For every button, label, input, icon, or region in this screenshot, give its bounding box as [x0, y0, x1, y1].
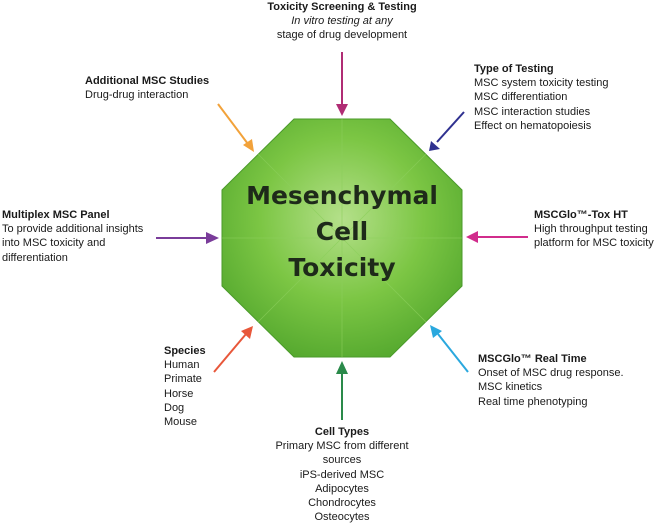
center-title-line-3: Toxicity	[288, 253, 396, 282]
label-line: To provide additional insights	[2, 223, 144, 236]
label-line: Mouse	[164, 416, 198, 429]
label-line: Adipocytes	[315, 482, 369, 495]
label-title: Species	[164, 345, 206, 357]
label-line: Horse	[164, 387, 194, 400]
center-title: Mesenchymal Cell Toxicity	[222, 178, 462, 286]
label-cell-types: Cell Types Primary MSC from different so…	[262, 425, 422, 524]
label-line: Human	[164, 359, 200, 372]
label-toxicity-screening: Toxicity Screening & Testing In vitro te…	[242, 0, 442, 43]
label-line: Effect on hematopoiesis	[474, 119, 592, 132]
label-line: Dog	[164, 401, 185, 414]
arrow-multiplex-msc-panel	[156, 232, 219, 244]
label-title: Multiplex MSC Panel	[2, 209, 110, 221]
arrow-type-of-testing	[429, 111, 465, 151]
label-line: platform for MSC toxicity	[534, 237, 654, 250]
label-species: Species Human Primate Horse Dog Mouse	[164, 344, 206, 429]
arrow-mscglo-real-time	[430, 325, 469, 373]
octagon-spokes	[222, 119, 462, 357]
label-line: High throughput testing	[534, 223, 648, 236]
label-line: into MSC toxicity and	[2, 237, 106, 250]
arrow-toxicity-screening	[336, 52, 348, 116]
label-additional-msc-studies: Additional MSC Studies Drug-drug interac…	[85, 74, 209, 102]
arrow-additional-msc-studies	[217, 103, 254, 152]
label-line: Primate	[164, 373, 202, 386]
label-title: Type of Testing	[474, 63, 554, 75]
label-line: Primary MSC from different	[275, 440, 409, 453]
label-mscglo-real-time: MSCGlo™ Real Time Onset of MSC drug resp…	[478, 352, 624, 409]
label-line: Drug-drug interaction	[85, 89, 189, 102]
arrow-cell-types	[336, 361, 348, 420]
label-title: MSCGlo™-Tox HT	[534, 209, 628, 221]
label-title: Toxicity Screening & Testing	[267, 1, 417, 13]
label-line: MSC kinetics	[478, 381, 543, 394]
arrow-species	[213, 326, 253, 373]
label-line: stage of drug development	[276, 29, 408, 42]
label-multiplex-msc-panel: Multiplex MSC Panel To provide additiona…	[2, 208, 143, 265]
label-line: differentiation	[2, 251, 68, 264]
label-type-of-testing: Type of Testing MSC system toxicity test…	[474, 62, 608, 133]
label-title: MSCGlo™ Real Time	[478, 353, 587, 365]
label-title: Additional MSC Studies	[85, 75, 210, 87]
label-line: Osteocytes	[314, 511, 370, 524]
label-line: Chondrocytes	[308, 497, 376, 510]
center-title-line-2: Cell	[315, 217, 369, 246]
label-mscglo-tox-ht: MSCGlo™-Tox HT High throughput testing p…	[534, 208, 654, 251]
label-line: In vitro testing at any	[291, 15, 393, 28]
arrow-mscglo-tox-ht	[466, 231, 528, 243]
label-line: MSC interaction studies	[474, 105, 591, 118]
label-line: Real time phenotyping	[478, 395, 588, 408]
label-title: Cell Types	[314, 426, 370, 438]
label-line: sources	[322, 454, 362, 467]
label-line: MSC system toxicity testing	[474, 77, 609, 90]
label-line: Onset of MSC drug response.	[478, 367, 624, 380]
label-line: iPS-derived MSC	[299, 468, 385, 481]
center-title-line-1: Mesenchymal	[246, 181, 438, 210]
label-line: MSC differentiation	[474, 91, 568, 104]
